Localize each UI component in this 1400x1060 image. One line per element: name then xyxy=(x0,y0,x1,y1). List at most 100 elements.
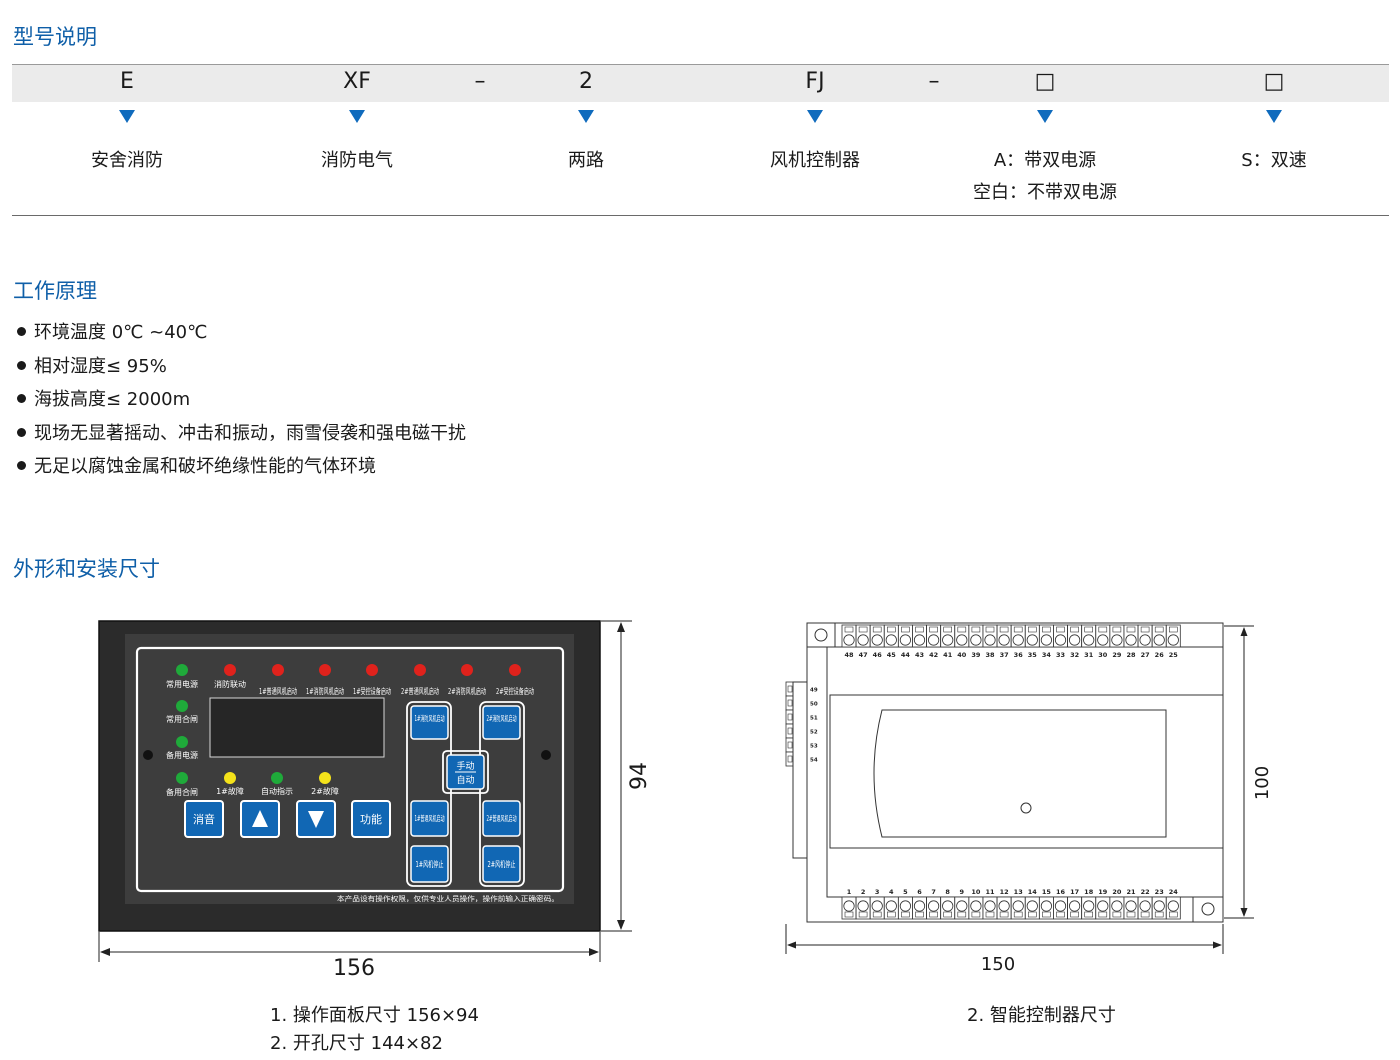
button-label: 自动 xyxy=(456,774,474,786)
terminal-number: 12 xyxy=(1000,888,1009,896)
terminal-number: 30 xyxy=(1098,651,1108,659)
operation-panel-drawing: 常用电源 消防联动 1#普通风机启动 1#消防风机启动 1#受控设备启动 2#普… xyxy=(98,620,652,981)
list-item: 现场无显著摇动、冲击和振动，雨雪侵袭和强电磁干扰 xyxy=(17,417,466,451)
normal-fan-1-start-button[interactable]: 1#普通风机启动 xyxy=(410,800,449,837)
terminal-number: 7 xyxy=(931,888,936,896)
button-label: 1#风机停止 xyxy=(416,859,444,869)
terminal-number: 42 xyxy=(929,651,938,659)
indicator-label: 2#消防风机启动 xyxy=(448,686,486,696)
terminal-number: 37 xyxy=(1000,651,1009,659)
indicator-red-icon xyxy=(366,664,378,676)
mute-button[interactable]: 消音 xyxy=(184,800,224,838)
terminal-number: 19 xyxy=(1098,888,1108,896)
terminal: 15 xyxy=(1038,888,1054,920)
terminal-number: 38 xyxy=(985,651,995,659)
terminal-number: 48 xyxy=(844,651,854,659)
mount-tab xyxy=(806,622,836,648)
terminal-number: 51 xyxy=(810,716,818,722)
button-label: 2#风机停止 xyxy=(488,859,516,869)
model-divider xyxy=(12,215,1389,216)
terminal-number: 39 xyxy=(971,651,981,659)
model-meaning-speed: S：双速 xyxy=(1241,150,1307,171)
terminal: 24 xyxy=(1165,888,1181,920)
terminal-number: 2 xyxy=(861,888,866,896)
terminal-number: 29 xyxy=(1112,651,1122,659)
terminal: 12 xyxy=(996,888,1012,920)
bullet-icon xyxy=(17,427,26,437)
model-meaning-brand: 安舍消防 xyxy=(91,150,163,171)
terminal: 1 xyxy=(841,888,857,920)
group-frame-2 xyxy=(479,701,525,887)
triangle-down-icon xyxy=(308,811,324,828)
caption-cutout-size: 2. 开孔尺寸 144×82 xyxy=(270,1033,443,1054)
terminal-number: 13 xyxy=(1014,888,1023,896)
terminal-number: 25 xyxy=(1169,651,1179,659)
model-code-bar xyxy=(12,64,1389,102)
mount-hole-icon xyxy=(1201,902,1215,916)
model-code-dash-1: – xyxy=(474,69,486,94)
terminal: 8 xyxy=(940,888,956,920)
caption-controller-size: 2. 智能控制器尺寸 xyxy=(967,1005,1116,1026)
panel-width-label: 156 xyxy=(333,956,375,981)
section-title-model: 型号说明 xyxy=(13,25,97,49)
indicator-red-icon xyxy=(509,664,521,676)
fire-fan-2-start-button[interactable]: 2#消防风机启动 xyxy=(482,705,521,740)
indicator-red-icon xyxy=(461,664,473,676)
list-item: 环境温度 0℃ ~40℃ xyxy=(17,316,466,350)
terminal-number: 1 xyxy=(847,888,852,896)
terminal: 19 xyxy=(1095,888,1111,920)
terminal-number: 33 xyxy=(1056,651,1065,659)
terminal-number: 53 xyxy=(810,744,818,750)
button-label: 功能 xyxy=(360,812,382,826)
model-code-2: 2 xyxy=(579,69,593,94)
triangle-up-icon xyxy=(252,810,268,827)
up-button[interactable] xyxy=(240,800,280,838)
terminal: 46 xyxy=(869,624,885,659)
indicator-label: 常用合闸 xyxy=(166,714,198,724)
indicator-label: 1#消防风机启动 xyxy=(306,686,344,696)
terminal-number: 21 xyxy=(1126,888,1136,896)
controller-height-label: 100 xyxy=(1252,766,1273,800)
function-button[interactable]: 功能 xyxy=(351,800,391,838)
terminal: 14 xyxy=(1024,888,1040,920)
terminal: 11 xyxy=(982,888,998,920)
normal-fan-2-start-button[interactable]: 2#普通风机启动 xyxy=(482,800,521,837)
terminal-number: 40 xyxy=(957,651,967,659)
principle-list: 环境温度 0℃ ~40℃ 相对湿度≤ 95% 海拔高度≤ 2000m 现场无显著… xyxy=(17,316,466,484)
terminal-number: 18 xyxy=(1084,888,1094,896)
down-button[interactable] xyxy=(296,800,336,838)
group-frame-1 xyxy=(406,701,452,887)
terminal-number: 28 xyxy=(1126,651,1136,659)
fan-2-stop-button[interactable]: 2#风机停止 xyxy=(482,845,521,883)
fan-1-stop-button[interactable]: 1#风机停止 xyxy=(410,845,449,883)
fire-fan-1-start-button[interactable]: 1#消防风机启动 xyxy=(410,705,449,740)
terminal-number: 45 xyxy=(887,651,897,659)
terminal-number: 34 xyxy=(1042,651,1052,659)
section-title-dimensions: 外形和安装尺寸 xyxy=(13,557,160,581)
terminal-number: 43 xyxy=(915,651,924,659)
terminal: 10 xyxy=(968,888,984,920)
mount-hole-icon xyxy=(143,750,153,760)
terminal: 37 xyxy=(996,624,1012,659)
terminal: 47 xyxy=(855,624,871,659)
screw-icon xyxy=(1020,802,1032,814)
indicator-green-icon xyxy=(176,772,188,784)
list-item: 相对湿度≤ 95% xyxy=(17,350,466,384)
indicator-label: 2#普通风机启动 xyxy=(401,686,439,696)
terminal: 32 xyxy=(1067,624,1083,659)
terminal: 31 xyxy=(1081,624,1097,659)
manual-auto-button[interactable]: 手动 自动 xyxy=(442,750,489,794)
panel-height-label: 94 xyxy=(627,762,652,790)
mount-hole-icon xyxy=(814,628,828,642)
mount-tab xyxy=(1192,896,1224,923)
mount-hole-icon xyxy=(541,750,551,760)
indicator-label: 常用电源 xyxy=(166,679,198,689)
terminal-number: 36 xyxy=(1014,651,1024,659)
controller-window xyxy=(873,709,1167,838)
indicator-red-icon xyxy=(272,664,284,676)
terminal-number: 23 xyxy=(1155,888,1164,896)
terminal: 23 xyxy=(1151,888,1167,920)
terminal-number: 16 xyxy=(1056,888,1066,896)
indicator-label: 消防联动 xyxy=(214,679,246,689)
